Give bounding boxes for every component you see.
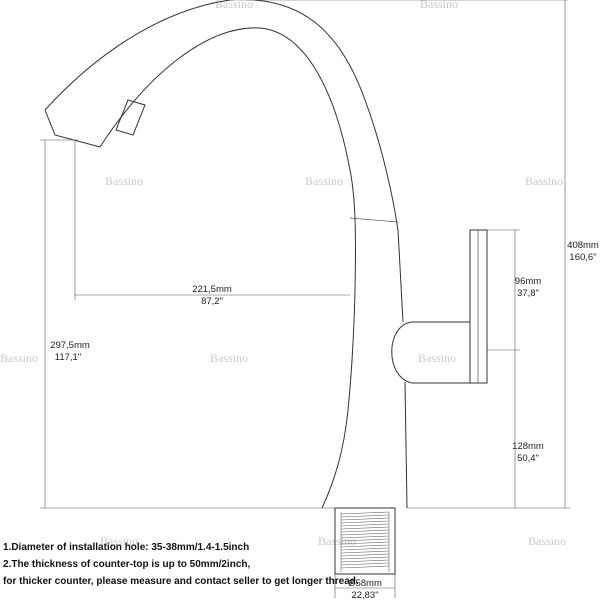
spout-reach-mm: 221,5mm — [192, 284, 232, 295]
thread-line — [340, 520, 390, 524]
handle-height-inch: 37,8" — [517, 288, 539, 299]
total-height-mm: 408mm — [567, 240, 599, 251]
watermark-text: Bassino — [318, 534, 356, 548]
spout-height-mm: 297,5mm — [50, 340, 90, 351]
spout-outer-edge — [44, 0, 404, 323]
watermark-text: Bassino — [215, 0, 253, 11]
threaded-shank — [334, 507, 396, 575]
thread-line — [340, 550, 390, 554]
dimension-handle-height: 96mm 37,8" — [487, 229, 541, 351]
handle-lever — [469, 229, 488, 384]
watermark-text: Bassino — [420, 0, 458, 11]
thread-line — [340, 565, 390, 569]
thread-line — [340, 544, 390, 548]
note-line-2: 2.The thickness of counter-top is up to … — [3, 559, 250, 570]
spout-inner-edge — [99, 27, 356, 411]
base-diameter-inch: 22,83" — [351, 590, 378, 600]
watermarks: Bassino Bassino Bassino Bassino Bassino … — [0, 0, 566, 548]
spout-height-inch: 117,1" — [55, 352, 81, 363]
watermark-text: Bassino — [305, 174, 343, 188]
thread-line — [340, 559, 390, 563]
thread-line — [340, 517, 390, 521]
thread-line — [340, 511, 390, 515]
thread-line — [340, 562, 390, 566]
shank-threads — [340, 511, 390, 572]
installation-notes: 1.Diameter of installation hole: 35-38mm… — [3, 542, 359, 587]
note-line-1: 1.Diameter of installation hole: 35-38mm… — [3, 542, 249, 553]
shank-outline — [334, 507, 396, 575]
dimension-lower-height: 128mm 50,4" — [512, 350, 544, 508]
watermark-text: Bassino — [100, 534, 138, 548]
spout-tip — [44, 109, 101, 148]
lower-height-mm: 128mm — [512, 441, 544, 452]
thread-line — [340, 514, 390, 518]
total-height-inch: 160,6" — [569, 252, 596, 263]
dimension-spout-reach: 221,5mm 87,2" — [74, 140, 350, 307]
dimension-base-diameter: Ø58mm 22,83" — [334, 574, 396, 600]
dimension-spout-height: 297,5mm 117,1" — [40, 139, 335, 509]
watermark-text: Bassino — [528, 534, 566, 548]
handle-height-mm: 96mm — [515, 276, 541, 287]
spout-reach-inch: 87,2" — [201, 296, 223, 307]
thread-line — [340, 556, 390, 560]
watermark-text: Bassino — [105, 174, 143, 188]
dimension-total-height: 408mm 160,6" — [240, 0, 599, 509]
thread-line — [340, 538, 390, 542]
handle-hub — [391, 321, 413, 384]
lower-height-inch: 50,4" — [517, 453, 539, 464]
thread-line — [340, 526, 390, 530]
base-diameter-mm: Ø58mm — [348, 578, 382, 589]
thread-line — [340, 541, 390, 545]
watermark-text: Bassino — [525, 174, 563, 188]
thread-line — [340, 532, 390, 536]
lower-body-left — [321, 409, 349, 509]
thread-line — [340, 529, 390, 533]
note-line-3: for thicker counter, please measure and … — [3, 576, 359, 587]
thread-line — [340, 547, 390, 551]
thread-line — [340, 523, 390, 527]
aerator — [115, 99, 146, 136]
thread-line — [340, 535, 390, 539]
lower-body-right — [404, 381, 408, 509]
watermark-text: Bassino — [0, 351, 38, 365]
watermark-text: Bassino — [418, 351, 456, 365]
body-seam — [349, 217, 399, 223]
watermark-text: Bassino — [210, 351, 248, 365]
thread-line — [340, 553, 390, 557]
faucet-body — [44, 0, 488, 509]
